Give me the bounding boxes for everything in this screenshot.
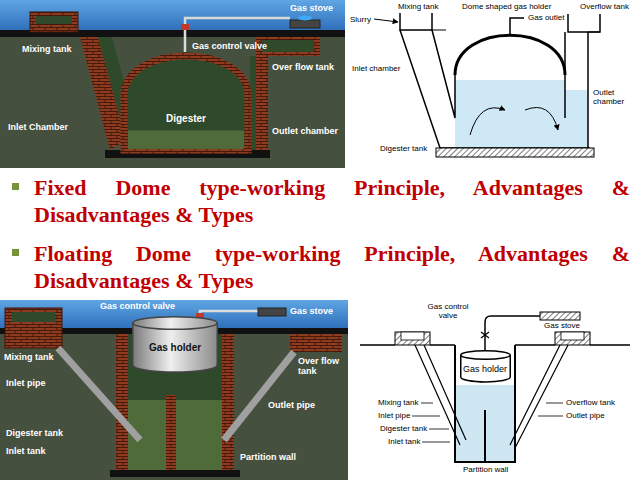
part-label: Mixing tank [378, 398, 418, 407]
label-anchor: Gas stove [290, 306, 333, 316]
part-label: Digester tank [380, 144, 427, 153]
label-anchor: Inlet tank [388, 437, 420, 446]
label-anchor: Mixing tank [22, 44, 72, 54]
part-label: Mixing tank [22, 44, 72, 54]
label-anchor: Mixing tank [378, 398, 418, 407]
floating-dome-line-drawing [348, 300, 640, 480]
part-label: Slurry [350, 15, 371, 24]
part-label: Outlet chamber [593, 88, 633, 106]
label-anchor: Floating Dome type-working Principle, Ad… [34, 240, 630, 294]
cylinder-body [133, 323, 218, 372]
part-label: Gas stove [544, 321, 580, 330]
node-label: Gas holder [463, 364, 507, 374]
label-anchor: Digester tank [380, 144, 427, 153]
part-label: Overflow tank [566, 398, 615, 407]
part-label: Gas stove [290, 306, 333, 316]
fixed-dome-illustration [0, 0, 345, 168]
part-label: Dome shaped gas holder [462, 2, 551, 11]
label-anchor: Overflow tank [580, 2, 629, 11]
digester-chamber: Digester [120, 52, 252, 150]
label-anchor: Inlet pipe [6, 378, 46, 388]
part-label: Inlet pipe [378, 411, 410, 420]
part-label: Inlet chamber [352, 64, 400, 73]
part-label: Inlet pipe [6, 378, 46, 388]
part-label: Inlet tank [388, 437, 420, 446]
label-anchor: Gas control valve [192, 41, 267, 51]
gas-holder: Gas holder [460, 350, 511, 382]
label-anchor: Dome shaped gas holder [462, 2, 551, 11]
cylinder-top [133, 317, 218, 330]
node-outline [120, 52, 252, 150]
floating-dome-illustration [0, 300, 348, 480]
part-label: Outlet pipe [566, 411, 605, 420]
label-anchor: Over flow tank [298, 356, 344, 377]
slurry [128, 130, 244, 149]
part-label: Outlet pipe [268, 400, 315, 410]
fixed-dome-line-drawing [345, 0, 640, 168]
label-anchor: Mixing tank [4, 352, 54, 362]
label-anchor: Inlet Chamber [8, 122, 68, 132]
label-anchor: Partition wall [463, 465, 508, 474]
label-anchor: Gas control valve [422, 302, 474, 320]
part-label: Mixing tank [4, 352, 54, 362]
label-anchor: Digester tank [380, 424, 427, 433]
part-label: Inlet Chamber [8, 122, 68, 132]
part-label: Gas outlet [528, 13, 564, 22]
label-anchor: Gas control valve [100, 301, 175, 311]
part-label: Gas stove [290, 3, 333, 13]
gas-holder: Gas holder [132, 316, 218, 372]
bullet-heading: Floating Dome type-working Principle, Ad… [34, 240, 630, 294]
cylinder-top [460, 351, 510, 360]
part-label: Overflow tank [580, 2, 629, 11]
label-anchor: Outlet chamber [272, 126, 338, 136]
dome-wall [124, 56, 248, 150]
part-label: Partition wall [463, 465, 508, 474]
part-label: Mixing tank [398, 2, 438, 11]
bullet-heading: Fixed Dome type-working Principle, Advan… [34, 174, 630, 228]
label-anchor: Inlet pipe [378, 411, 410, 420]
bullet-band [0, 168, 640, 300]
label-anchor: Outlet chamber [593, 88, 633, 106]
label-anchor: Inlet tank [6, 446, 46, 456]
label-anchor: Gas stove [290, 3, 333, 13]
node-label: Gas holder [149, 342, 201, 354]
part-label: Partition wall [240, 452, 296, 462]
label-anchor: Overflow tank [566, 398, 615, 407]
part-label: Over flow tank [272, 62, 334, 72]
label-anchor: Digester tank [6, 428, 63, 438]
label-anchor: Gas outlet [528, 13, 564, 22]
part-label: Gas control valve [192, 41, 267, 51]
part-label: Gas control valve [422, 302, 474, 320]
part-label: Gas control valve [100, 301, 175, 311]
label-anchor: Outlet pipe [566, 411, 605, 420]
label-anchor: Gas stove [544, 321, 580, 330]
part-label: Digester tank [380, 424, 427, 433]
label-anchor: Inlet chamber [352, 64, 400, 73]
label-anchor: Over flow tank [272, 62, 334, 72]
node-label: Digester [166, 113, 206, 125]
part-label: Inlet tank [6, 446, 46, 456]
label-anchor: Partition wall [240, 452, 296, 462]
label-anchor: Fixed Dome type-working Principle, Advan… [34, 174, 630, 228]
part-label: Outlet chamber [272, 126, 338, 136]
part-label: Digester tank [6, 428, 63, 438]
label-anchor: Outlet pipe [268, 400, 315, 410]
label-anchor: Mixing tank [398, 2, 438, 11]
label-anchor: Slurry [350, 15, 371, 24]
part-label: Over flow tank [298, 356, 344, 377]
